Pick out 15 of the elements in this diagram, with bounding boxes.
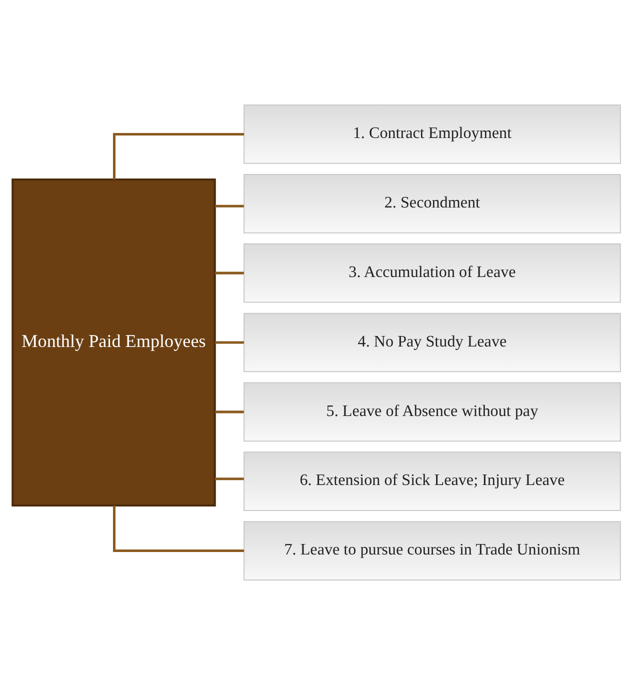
node-box: 1. Contract Employment [244,104,621,164]
node-box: 2. Secondment [244,174,621,234]
connector [214,478,244,480]
connector [214,272,244,274]
connector [112,132,244,180]
node-box: 3. Accumulation of Leave [244,243,621,303]
connector [214,204,244,208]
connector [214,341,244,344]
connector [214,410,244,414]
node-box: Monthly Paid Employees [12,178,216,507]
node-box: 6. Extension of Sick Leave; Injury Leave [244,452,621,512]
node-box: 7. Leave to pursue courses in Trade Unionism [244,521,621,580]
connector [112,506,244,552]
node-box: 5. Leave of Absence without pay [244,382,621,442]
node-box: 4. No Pay Study Leave [244,312,621,372]
